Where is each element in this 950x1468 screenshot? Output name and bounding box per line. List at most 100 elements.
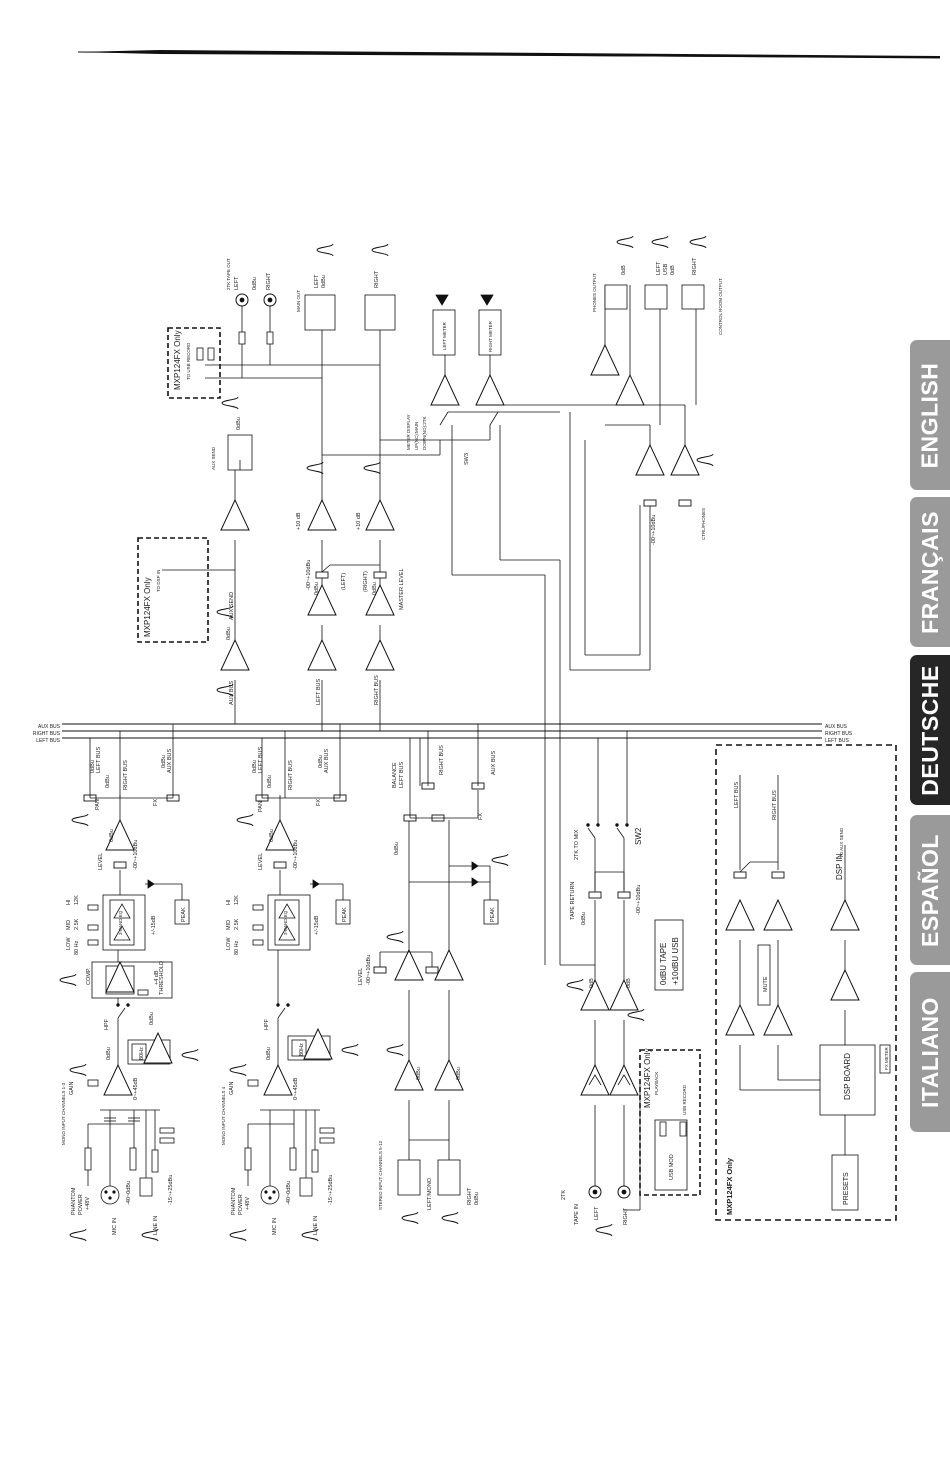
svg-text:3-BAND EQ: 3-BAND EQ — [283, 910, 288, 935]
svg-text:PEAK: PEAK — [181, 907, 187, 922]
tab-english[interactable]: ENGLISH — [910, 340, 950, 490]
svg-text:POWER: POWER — [238, 1194, 244, 1215]
svg-text:USB: USB — [663, 263, 669, 275]
svg-text:PHONES OUTPUT: PHONES OUTPUT — [592, 273, 597, 312]
svg-text:0dBu: 0dBu — [456, 1067, 462, 1080]
stereo-channel — [373, 724, 509, 1225]
svg-text:MIC IN: MIC IN — [112, 1218, 118, 1235]
svg-text:CONTROL ROOM OUTPUT: CONTROL ROOM OUTPUT — [718, 278, 723, 335]
svg-text:+/-15dB: +/-15dB — [151, 915, 157, 935]
tab-italiano[interactable]: ITALIANO — [910, 972, 950, 1132]
svg-text:RIGHT BUS: RIGHT BUS — [772, 790, 778, 820]
svg-text:-00~+10dBu: -00~+10dBu — [366, 955, 372, 985]
svg-text:PLAYBACK: PLAYBACK — [654, 1072, 659, 1095]
svg-text:GAIN: GAIN — [229, 1082, 235, 1095]
svg-text:0dBu: 0dBu — [226, 627, 232, 640]
svg-text:+10 dB: +10 dB — [296, 512, 302, 530]
svg-text:MXP124FX Only: MXP124FX Only — [143, 577, 152, 637]
svg-text:MONO INPUT CHANNELS 1-3: MONO INPUT CHANNELS 1-3 — [61, 1082, 66, 1145]
svg-text:HI: HI — [66, 899, 72, 905]
svg-text:PEAK: PEAK — [342, 907, 348, 922]
svg-text:COMP.: COMP. — [86, 967, 92, 985]
svg-text:+10 dB: +10 dB — [356, 512, 362, 530]
svg-text:12K: 12K — [74, 895, 80, 905]
svg-text:TAPE IN: TAPE IN — [574, 1204, 580, 1225]
dsp-section — [715, 744, 897, 1221]
svg-text:HPF: HPF — [104, 1018, 110, 1030]
svg-text:+10dBU USB: +10dBU USB — [671, 937, 680, 985]
svg-text:TO DSP IN: TO DSP IN — [156, 570, 161, 592]
mono-channel-1 — [59, 724, 199, 1242]
tab-espanol[interactable]: ESPAÑOL — [910, 815, 950, 965]
svg-text:0dBu: 0dBu — [394, 842, 400, 855]
svg-text:DOWN(NO):2TK: DOWN(NO):2TK — [422, 417, 427, 451]
svg-text:LEFT BUS: LEFT BUS — [734, 781, 740, 808]
svg-text:0dBU TAPE: 0dBU TAPE — [659, 943, 668, 985]
svg-text:0dBu: 0dBu — [372, 582, 378, 595]
mono-channel-2-labels: MONO INPUT CHANNELS 4 PHANTOM POWER +48V… — [221, 746, 348, 1235]
svg-text:LEFT BUS: LEFT BUS — [96, 746, 102, 773]
svg-text:(RIGHT): (RIGHT) — [363, 571, 369, 592]
bus-labels-right: AUX BUS RIGHT BUS LEFT BUS — [825, 724, 853, 744]
tab-francais[interactable]: FRANÇAIS — [910, 497, 950, 647]
svg-text:TAPE RETURN: TAPE RETURN — [570, 882, 576, 920]
svg-text:LINE IN: LINE IN — [313, 1216, 319, 1235]
master-section — [137, 235, 714, 965]
svg-text:LEFT: LEFT — [656, 261, 662, 275]
svg-text:AUX BUS: AUX BUS — [491, 751, 497, 775]
svg-text:0dBu: 0dBu — [416, 1067, 422, 1080]
svg-text:80 Hz: 80 Hz — [234, 940, 240, 955]
svg-text:0~+45dB: 0~+45dB — [293, 1077, 299, 1100]
svg-text:POWER: POWER — [78, 1194, 84, 1215]
svg-text:RIGHT BUS: RIGHT BUS — [288, 760, 294, 790]
svg-text:0dBu: 0dBu — [269, 829, 275, 842]
svg-text:PEAK: PEAK — [490, 907, 496, 922]
svg-text:3-BAND EQ: 3-BAND EQ — [118, 910, 123, 935]
svg-text:AUX BUS: AUX BUS — [167, 749, 173, 773]
svg-text:PRESETS: PRESETS — [843, 1172, 850, 1205]
svg-text:-00~+10dBu: -00~+10dBu — [651, 515, 657, 545]
svg-text:2.5K: 2.5K — [74, 918, 80, 930]
tape-section — [544, 731, 701, 1237]
svg-text:AUX SEND: AUX SEND — [211, 446, 216, 470]
svg-text:LINE IN: LINE IN — [153, 1216, 159, 1235]
svg-text:MID: MID — [66, 920, 72, 930]
svg-text:RIGHT METER: RIGHT METER — [488, 320, 493, 352]
svg-text:-40~0dBu: -40~0dBu — [286, 1181, 292, 1205]
svg-text:0dB: 0dB — [626, 978, 632, 988]
svg-text:HPF: HPF — [264, 1018, 270, 1030]
svg-text:2TK TO MIX: 2TK TO MIX — [574, 829, 580, 860]
svg-text:80Hz: 80Hz — [299, 1043, 305, 1056]
svg-text:FX METER: FX METER — [884, 1046, 889, 1070]
svg-text:+48V: +48V — [245, 1197, 251, 1210]
svg-text:STEREO INPUT CHANNELS 5-12: STEREO INPUT CHANNELS 5-12 — [378, 1140, 383, 1210]
svg-text:THRESHOLD: THRESHOLD — [159, 961, 165, 995]
svg-text:METER DISPLAY: METER DISPLAY — [406, 414, 411, 450]
svg-text:MXP124FX Only: MXP124FX Only — [725, 1157, 734, 1215]
svg-text:+4 dB: +4 dB — [154, 970, 160, 985]
svg-text:FX: FX — [153, 799, 159, 806]
svg-text:(LEFT): (LEFT) — [341, 573, 347, 590]
svg-text:CTRL/PHONES: CTRL/PHONES — [701, 508, 706, 540]
svg-text:RIGHT BUS: RIGHT BUS — [825, 731, 853, 737]
svg-text:+48V: +48V — [85, 1197, 91, 1210]
mono-channel-1-labels: MONO INPUT CHANNELS 1-3 PHANTOM POWER +4… — [61, 746, 187, 1235]
svg-text:AUX BUS: AUX BUS — [229, 681, 235, 705]
svg-text:0dBu: 0dBu — [161, 755, 167, 768]
svg-text:LEFT: LEFT — [234, 276, 240, 290]
svg-text:0dBu: 0dBu — [149, 1012, 155, 1025]
svg-text:LOW: LOW — [226, 937, 232, 950]
svg-text:TO USB RECORD: TO USB RECORD — [186, 342, 191, 380]
svg-text:0dBu: 0dBu — [252, 277, 258, 290]
svg-text:GAIN: GAIN — [69, 1082, 75, 1095]
svg-text:+/-15dB: +/-15dB — [314, 915, 320, 935]
svg-text:RIGHT: RIGHT — [623, 1207, 629, 1225]
svg-text:0dBu: 0dBu — [321, 275, 327, 288]
svg-text:PAN: PAN — [258, 801, 264, 812]
svg-text:-00~+10dBu: -00~+10dBu — [133, 840, 139, 870]
svg-text:80Hz: 80Hz — [139, 1047, 145, 1060]
svg-text:MXP124FX Only: MXP124FX Only — [643, 1048, 652, 1108]
bus-lines — [62, 723, 822, 739]
tab-deutsche[interactable]: DEUTSCHE — [910, 655, 950, 805]
